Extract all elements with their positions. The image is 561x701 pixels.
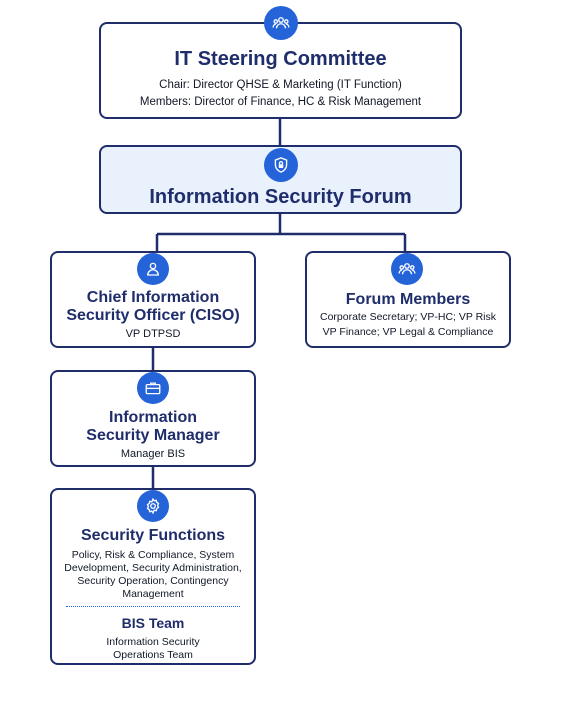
ism-title-line1: Information (109, 409, 197, 426)
ism-subtitle: Manager BIS (120, 448, 186, 460)
security-forum-title: Information Security Forum (149, 186, 412, 208)
shield-lock-icon (264, 148, 298, 182)
security-functions-line3: Security Operation, Contingency (77, 575, 229, 587)
security-functions-line1: Policy, Risk & Compliance, System (71, 549, 235, 561)
briefcase-icon (137, 372, 169, 404)
section-divider (66, 606, 240, 607)
gear-icon (137, 490, 169, 522)
bis-team-title: BIS Team (121, 615, 185, 631)
security-functions-line2: Development, Security Administration, (64, 562, 242, 574)
bis-team-line2: Operations Team (113, 649, 193, 661)
ciso-title-line2: Security Officer (CISO) (66, 307, 240, 324)
steering-committee-title: IT Steering Committee (174, 48, 387, 70)
security-functions-line4: Management (122, 588, 184, 600)
steering-committee-members: Members: Director of Finance, HC & Risk … (139, 96, 422, 108)
people-group-icon (264, 6, 298, 40)
forum-members-line1: Corporate Secretary; VP-HC; VP Risk (319, 311, 497, 323)
forum-members-title: Forum Members (345, 291, 471, 308)
ism-title-line2: Security Manager (86, 427, 220, 444)
steering-committee-chair: Chair: Director QHSE & Marketing (IT Fun… (159, 79, 402, 91)
security-functions-title: Security Functions (80, 527, 226, 544)
bis-team-line1: Information Security (106, 636, 200, 648)
user-icon (137, 253, 169, 285)
ciso-subtitle: VP DTPSD (125, 328, 181, 340)
ciso-title-line1: Chief Information (86, 289, 220, 306)
people-group-icon (391, 253, 423, 285)
forum-members-line2: VP Finance; VP Legal & Compliance (322, 326, 494, 338)
